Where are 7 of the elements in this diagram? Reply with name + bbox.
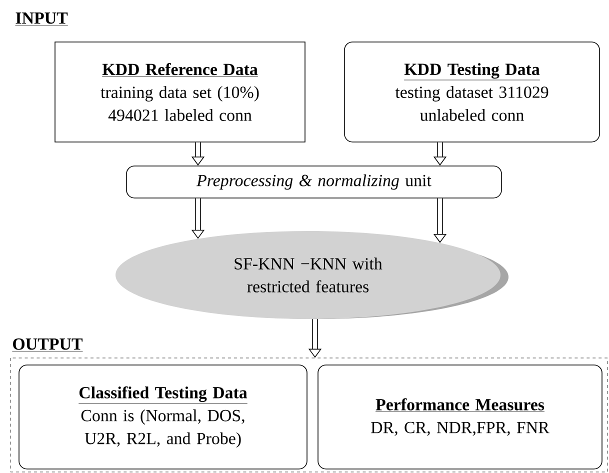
node-label: OUTPUT — [13, 338, 83, 350]
process-box: Preprocessing & normalizing unit — [126, 166, 502, 198]
data-box: Performance Measures DR, CR, NDR,FPR, FNR — [318, 364, 602, 470]
section-heading: INPUT — [15, 12, 68, 26]
data-box: Classified Testing Data Conn is (Normal, DOS, U2R, R2L, and Probe) — [18, 364, 308, 470]
data-box: KDD Testing Data testing dataset 311029 unlabeled conn — [344, 42, 600, 142]
data-box: KDD Reference Data training data set (10%) 494021 labeled conn — [54, 42, 306, 142]
